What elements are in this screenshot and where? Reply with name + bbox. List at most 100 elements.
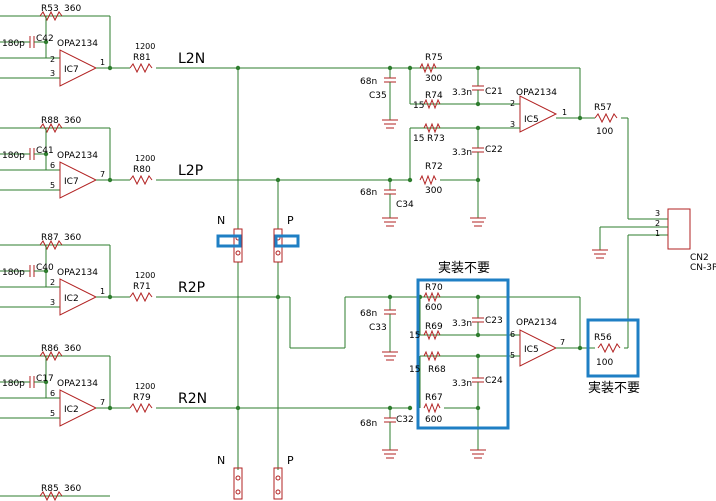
pin-minus: 6	[510, 330, 515, 339]
r-out-ref: R79	[133, 393, 151, 403]
pin-out: 1	[100, 287, 105, 296]
r-fb-value: 360	[64, 344, 81, 354]
c34-ref: C34	[396, 200, 414, 210]
c21-ref: C21	[485, 87, 503, 97]
highlight-jumper-p	[274, 234, 300, 248]
opamp-part: OPA2134	[57, 268, 98, 278]
c32-value: 68n	[360, 419, 377, 429]
r-fb-ref: R87	[41, 233, 59, 243]
pin-out: 7	[560, 338, 565, 347]
highlight-not-required-filter	[416, 278, 510, 430]
c34-value: 68n	[360, 188, 377, 198]
pin-minus: 2	[50, 278, 55, 287]
not-required-note-2: 実装不要	[588, 380, 640, 396]
r-out-ref: R80	[133, 165, 151, 175]
net-label: L2N	[178, 51, 205, 67]
r68-ref: R68	[428, 365, 446, 375]
r-out-value: 1200	[135, 154, 155, 163]
jumper-n-label-bottom: N	[217, 454, 225, 467]
net-label: R2P	[178, 280, 205, 296]
r56-value: 100	[596, 358, 613, 368]
pin-minus: 6	[50, 161, 55, 170]
pin-out: 1	[100, 58, 105, 67]
not-required-note-1: 実装不要	[438, 260, 490, 276]
cap-ref: C17	[36, 374, 54, 384]
cap-ref: C41	[36, 146, 54, 156]
r-out-value: 1200	[135, 42, 155, 51]
r56-ref: R56	[594, 333, 612, 343]
opamp-ref: IC2	[64, 405, 79, 415]
cap-ref: C40	[36, 263, 54, 273]
c35-ref: C35	[369, 91, 387, 101]
opamp-part: OPA2134	[516, 88, 557, 98]
pin-plus: 5	[50, 409, 55, 418]
opamp-part: OPA2134	[57, 151, 98, 161]
cap-value: 180p	[2, 268, 25, 278]
channel-3: R87 360 C40 180p OPA2134 IC2 2 3 1 1200 …	[0, 233, 290, 316]
r73-value: 15	[413, 134, 424, 144]
cap-ref: C42	[36, 34, 54, 44]
r-fb-ref: R88	[41, 116, 59, 126]
r68-value: 15	[409, 365, 420, 375]
opamp-part: OPA2134	[516, 318, 557, 328]
left-diff-stage: R75 300 C21 3.3n R74 15 R73 15 C22 3.3n …	[360, 53, 668, 227]
pin-1: 1	[655, 229, 660, 238]
r-fb-ref: R85	[41, 484, 59, 494]
pin-plus: 5	[50, 181, 55, 190]
pin-out: 1	[562, 108, 567, 117]
c23-ref: C23	[485, 316, 503, 326]
r-fb-value: 360	[64, 116, 81, 126]
r57-value: 100	[596, 127, 613, 137]
connector-cn2: 3 2 1 CN2 CN-3P	[592, 208, 716, 273]
r75-value: 300	[425, 74, 442, 84]
jumper-p-label-bottom: P	[287, 454, 294, 467]
opamp-part: OPA2134	[57, 379, 98, 389]
pin-3: 3	[655, 209, 660, 218]
c33-value: 68n	[360, 309, 377, 319]
jumper-p-label: P	[287, 214, 294, 227]
c33-ref: C33	[369, 323, 387, 333]
opamp-ref: IC2	[64, 294, 79, 304]
highlight-jumper-n	[216, 234, 242, 248]
r-fb-ref: R53	[41, 4, 59, 14]
r-out-ref: R71	[133, 282, 151, 292]
pin-minus: 2	[510, 99, 515, 108]
r75-ref: R75	[425, 53, 443, 63]
c22-ref: C22	[485, 145, 503, 155]
opamp-ref: IC5	[524, 345, 539, 355]
r-fb-value: 360	[64, 233, 81, 243]
r74-ref: R74	[425, 91, 443, 101]
connector-part: CN-3P	[690, 263, 716, 273]
c35-value: 68n	[360, 77, 377, 87]
cap-value: 180p	[2, 379, 25, 389]
r69-value: 15	[409, 331, 420, 341]
r57-ref: R57	[594, 103, 612, 113]
pin-minus: 2	[50, 55, 55, 64]
connector-ref: CN2	[690, 253, 709, 263]
opamp-ref: IC5	[524, 115, 539, 125]
pin-minus: 6	[50, 389, 55, 398]
channel-4: R86 360 C17 180p OPA2134 IC2 6 5 7 1200 …	[0, 344, 410, 427]
channel-1: R53 360 C42 180p OPA2134 IC7 2 3 1 1200 …	[0, 4, 580, 87]
net-label: L2P	[178, 163, 203, 179]
r72-value: 300	[425, 186, 442, 196]
net-label: R2N	[178, 391, 207, 407]
channel-2: R88 360 C41 180p OPA2134 IC7 6 5 7 1200 …	[0, 116, 410, 199]
c23-value: 3.3n	[452, 319, 472, 329]
channel-5-partial: R85 360	[0, 484, 110, 501]
c24-value: 3.3n	[452, 379, 472, 389]
r69-ref: R69	[425, 322, 443, 332]
r67-value: 600	[425, 415, 442, 425]
r70-ref: R70	[425, 283, 443, 293]
cap-value: 180p	[2, 39, 25, 49]
pin-out: 7	[100, 398, 105, 407]
r74-value: 15	[413, 101, 424, 111]
cap-value: 180p	[2, 151, 25, 161]
jumper-n-label: N	[217, 214, 225, 227]
r-out-value: 1200	[135, 382, 155, 391]
r-fb-value: 360	[64, 4, 81, 14]
r73-ref: R73	[427, 134, 445, 144]
c22-value: 3.3n	[452, 148, 472, 158]
c32-ref: C32	[396, 415, 414, 425]
